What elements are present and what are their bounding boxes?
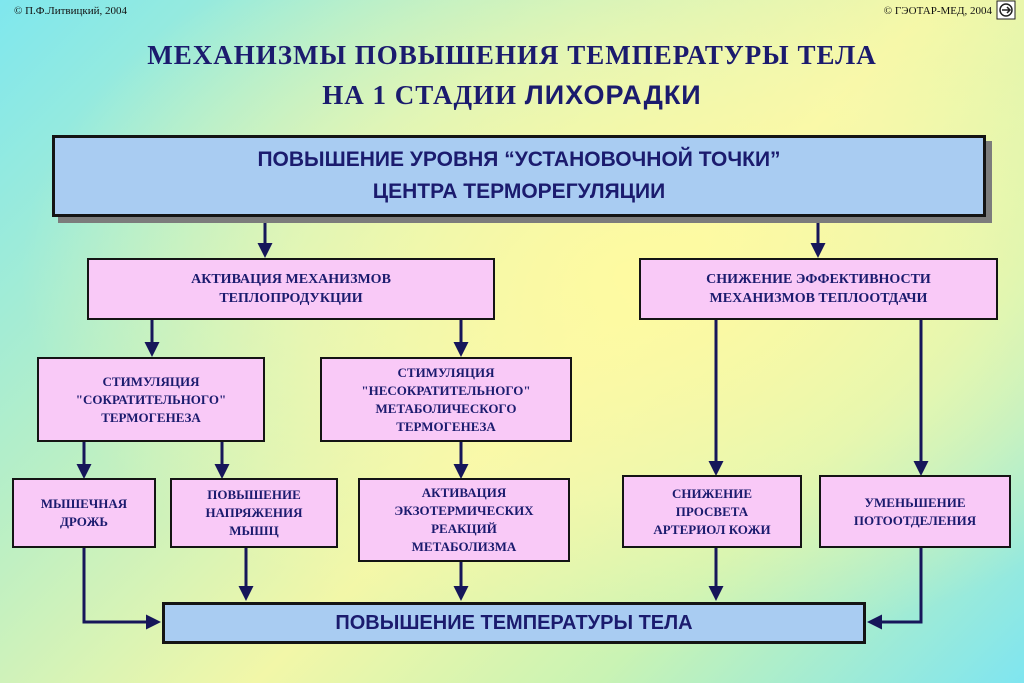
heat-loss-box: СНИЖЕНИЕ ЭФФЕКТИВНОСТИ МЕХАНИЗМОВ ТЕПЛОО… [639,258,998,320]
sweating-box: УМЕНЬШЕНИЕ ПОТООТДЕЛЕНИЯ [819,475,1011,548]
arterioles-box: СНИЖЕНИЕ ПРОСВЕТА АРТЕРИОЛ КОЖИ [622,475,802,548]
subtitle-prefix: НА 1 СТАДИИ [322,80,525,110]
copyright-right: © ГЭОТАР-МЕД, 2004 [883,5,992,17]
shivering-box: МЫШЕЧНАЯ ДРОЖЬ [12,478,156,548]
contractile-thermogenesis-box: СТИМУЛЯЦИЯ "СОКРАТИТЕЛЬНОГО" ТЕРМОГЕНЕЗА [37,357,265,442]
result-box: ПОВЫШЕНИЕ ТЕМПЕРАТУРЫ ТЕЛА [162,602,866,644]
heat-production-box: АКТИВАЦИЯ МЕХАНИЗМОВ ТЕПЛОПРОДУКЦИИ [87,258,495,320]
navigation-icon[interactable] [996,0,1016,20]
subtitle-emphasis: ЛИХОРАДКИ [524,80,702,110]
copyright-left: © П.Ф.Литвицкий, 2004 [14,5,127,17]
exothermic-reactions-box: АКТИВАЦИЯ ЭКЗОТЕРМИЧЕСКИХ РЕАКЦИЙ МЕТАБО… [358,478,570,562]
setpoint-box: ПОВЫШЕНИЕ УРОВНЯ “УСТАНОВОЧНОЙ ТОЧКИ” ЦЕ… [52,135,986,217]
noncontractile-thermogenesis-box: СТИМУЛЯЦИЯ "НЕСОКРАТИТЕЛЬНОГО" МЕТАБОЛИЧ… [320,357,572,442]
page-title: МЕХАНИЗМЫ ПОВЫШЕНИЯ ТЕМПЕРАТУРЫ ТЕЛА [147,40,877,70]
page-subtitle: НА 1 СТАДИИ ЛИХОРАДКИ [0,80,1024,111]
muscle-tone-box: ПОВЫШЕНИЕ НАПРЯЖЕНИЯ МЫШЦ [170,478,338,548]
